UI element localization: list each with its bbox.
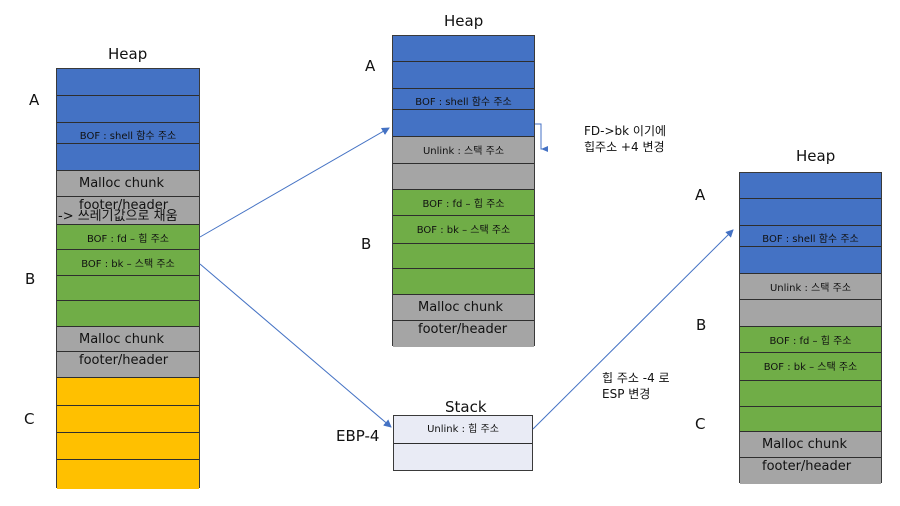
left-heap-cell	[57, 301, 199, 327]
left-heap-cell	[57, 96, 199, 123]
left-heap-cell	[57, 433, 199, 460]
right-heap-cell: Unlink : 스택 주소	[740, 274, 881, 300]
middle-heap-title: Heap	[444, 12, 484, 30]
arrow-fd-bk-loop-head	[541, 146, 548, 152]
left-heap-cell: footer/header	[57, 352, 199, 378]
right-heap-cell	[740, 407, 881, 432]
stack-label-ebp: EBP-4	[336, 427, 380, 445]
middle-heap-label-a: A	[365, 57, 376, 75]
middle-heap-cell	[393, 164, 534, 190]
middle-heap-cell: Malloc chunk	[393, 295, 534, 321]
middle-heap-cell	[393, 244, 534, 269]
right-heap-cell	[740, 300, 881, 327]
middle-heap-cell	[393, 62, 534, 89]
left-heap-cell: BOF : shell 함수 주소	[57, 123, 199, 144]
left-heap-cell	[57, 69, 199, 96]
right-heap-label-b: B	[696, 316, 707, 334]
left-heap-column: BOF : shell 함수 주소 Malloc chunk footer/he…	[56, 68, 200, 489]
left-heap-cell: BOF : bk – 스택 주소	[57, 250, 199, 276]
stack-note-line2: ESP 변경	[602, 387, 651, 401]
right-heap-column: BOF : shell 함수 주소 Unlink : 스택 주소 BOF : f…	[739, 172, 882, 484]
middle-heap-cell: BOF : shell 함수 주소	[393, 89, 534, 110]
arrow-fd-bk-loop	[535, 123, 543, 150]
arrow-bk-to-stack	[199, 263, 392, 428]
stack-note-line1: 힙 주소 -4 로	[602, 371, 670, 385]
middle-heap-note-line2: 힙주소 +4 변경	[584, 140, 665, 154]
middle-heap-cell: BOF : fd – 힙 주소	[393, 190, 534, 216]
left-heap-cell	[57, 144, 199, 171]
left-heap-cell: Malloc chunk	[57, 171, 199, 197]
right-heap-cell: BOF : shell 함수 주소	[740, 226, 881, 247]
middle-heap-cell: BOF : bk – 스택 주소	[393, 216, 534, 244]
stack-title: Stack	[445, 398, 487, 416]
left-heap-cell: Malloc chunk	[57, 327, 199, 352]
arrow-fd-to-middle-heap	[199, 127, 390, 238]
middle-heap-cell	[393, 36, 534, 62]
middle-heap-cell: Unlink : 스택 주소	[393, 137, 534, 164]
right-heap-cell: footer/header	[740, 458, 881, 484]
left-heap-overflow-note: -> 쓰레기값으로 채움	[58, 209, 178, 224]
right-heap-title: Heap	[796, 147, 836, 165]
middle-heap-note-line1: FD->bk 이기에	[584, 124, 667, 138]
right-heap-cell	[740, 173, 881, 199]
stack-column: Unlink : 힙 주소	[393, 415, 533, 471]
left-heap-title: Heap	[108, 45, 148, 63]
middle-heap-cell	[393, 110, 534, 137]
right-heap-cell	[740, 247, 881, 274]
middle-heap-cell	[393, 269, 534, 295]
middle-heap-cell: footer/header	[393, 321, 534, 347]
left-heap-cell	[57, 378, 199, 406]
right-heap-cell: Malloc chunk	[740, 432, 881, 458]
left-heap-cell: footer/header	[57, 197, 199, 225]
middle-heap-column: BOF : shell 함수 주소 Unlink : 스택 주소 BOF : f…	[392, 35, 535, 347]
right-heap-label-a: A	[695, 186, 706, 204]
left-heap-label-c: C	[24, 410, 35, 428]
stack-cell: Unlink : 힙 주소	[394, 416, 532, 444]
stack-cell	[394, 444, 532, 470]
right-heap-cell	[740, 199, 881, 226]
right-heap-cell	[740, 381, 881, 407]
left-heap-label-b: B	[25, 270, 36, 288]
right-heap-cell: BOF : bk – 스택 주소	[740, 353, 881, 381]
middle-heap-note: FD->bk 이기에 힙주소 +4 변경	[584, 123, 666, 155]
left-heap-cell	[57, 276, 199, 301]
left-heap-label-a: A	[29, 91, 40, 109]
middle-heap-label-b: B	[361, 235, 372, 253]
right-heap-cell: BOF : fd – 힙 주소	[740, 327, 881, 353]
right-heap-label-c: C	[695, 415, 706, 433]
stack-note: 힙 주소 -4 로 ESP 변경	[602, 370, 670, 402]
left-heap-cell: BOF : fd – 힙 주소	[57, 225, 199, 250]
left-heap-cell	[57, 406, 199, 433]
left-heap-cell	[57, 460, 199, 489]
